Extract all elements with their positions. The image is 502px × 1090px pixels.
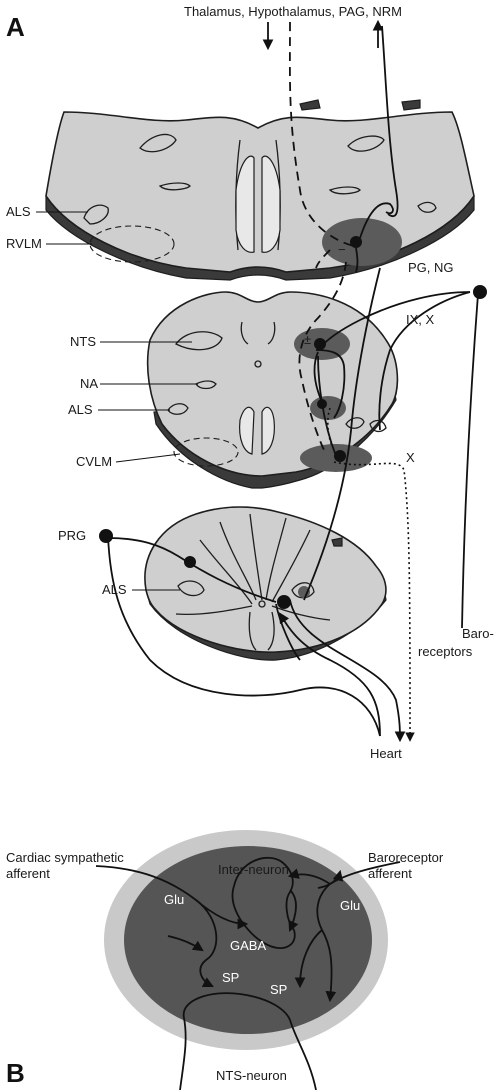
heart-label: Heart <box>370 746 402 761</box>
glu-right-label: Glu <box>340 898 360 913</box>
rvlm-label: RVLM <box>6 236 42 251</box>
panel-a-letter: A <box>6 12 25 42</box>
sp-left-label: SP <box>222 970 239 985</box>
nts-neuron-label: NTS-neuron <box>216 1068 287 1083</box>
top-pathways-label: Thalamus, Hypothalamus, PAG, NRM <box>184 4 402 19</box>
medulla-section-caudal <box>148 292 398 488</box>
baroreceptor-afferent-label-2: afferent <box>368 866 412 881</box>
cardiac-label-2: afferent <box>6 866 50 881</box>
synapse-minus-label: − <box>338 242 346 257</box>
pg-ng-label: PG, NG <box>408 260 454 275</box>
als-label-3: ALS <box>102 582 127 597</box>
baroreceptors-label-2: receptors <box>418 644 473 659</box>
sp-right-label: SP <box>270 982 287 997</box>
nts-label: NTS <box>70 334 96 349</box>
synapse-pm-label: ± <box>304 332 311 347</box>
cardiac-label-1: Cardiac sympathetic <box>6 850 124 865</box>
cvlm-label: CVLM <box>76 454 112 469</box>
x-label: X <box>406 450 415 465</box>
spinal-cord-section <box>145 507 386 660</box>
prg-label: PRG <box>58 528 86 543</box>
cvlm-leader <box>116 454 180 462</box>
als-label-2: ALS <box>68 402 93 417</box>
na-label: NA <box>80 376 98 391</box>
als-label-1: ALS <box>6 204 31 219</box>
medulla-section-rostral <box>46 100 474 280</box>
ix-x-label: IX, X <box>406 312 435 327</box>
baroreceptor-afferent-label-1: Baroreceptor <box>368 850 444 865</box>
baroreceptors-label-1: Baro- <box>462 626 494 641</box>
glu-left-label: Glu <box>164 892 184 907</box>
panel-b-letter: B <box>6 1058 25 1088</box>
gaba-label: GABA <box>230 938 266 953</box>
interneuron-label: Inter-neuron <box>218 862 289 877</box>
